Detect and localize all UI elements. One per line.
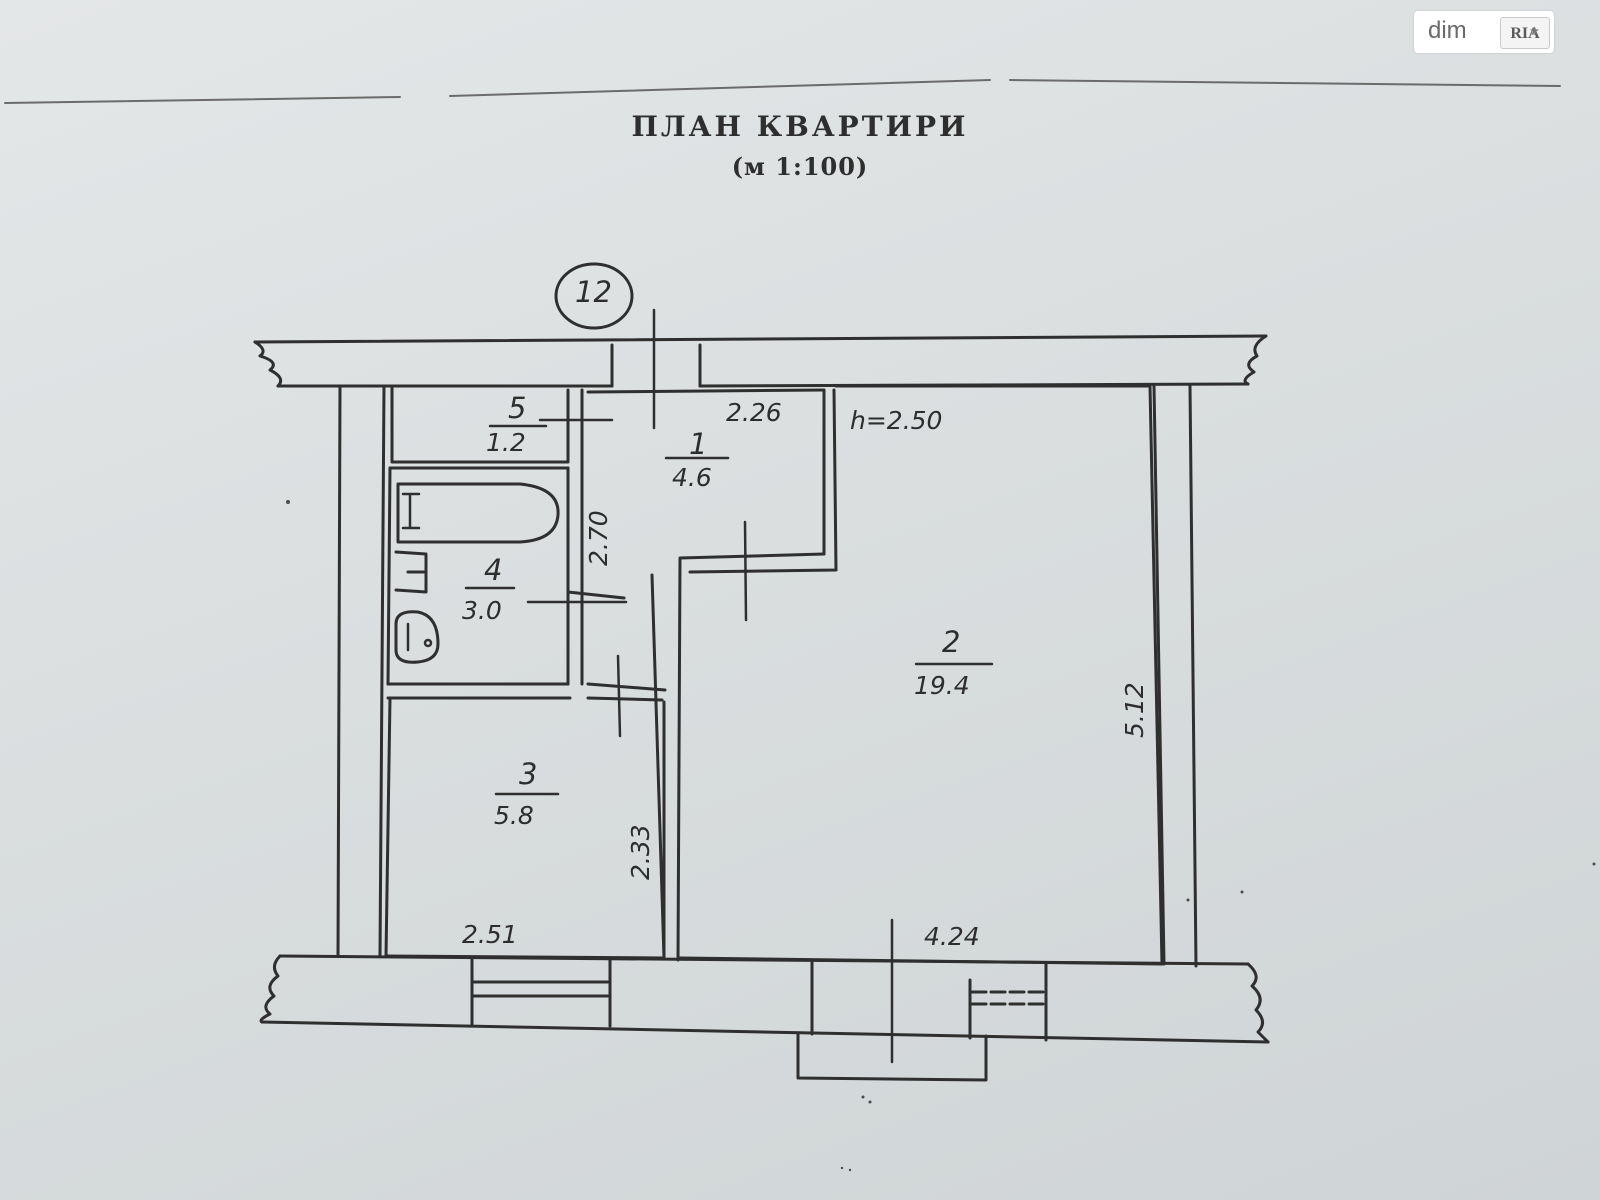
- plan-scale: (м 1:100): [731, 152, 869, 181]
- hall-length-dimension: 2.70: [584, 510, 613, 566]
- paper-speckles: [286, 500, 1596, 1172]
- right-exterior-wall: [1152, 384, 1198, 968]
- sink-icon: [394, 550, 428, 594]
- plan-title: ПЛАН КВАРТИРИ: [631, 110, 969, 143]
- watermark-text: dim: [1428, 17, 1467, 44]
- apartment-number: 12: [575, 275, 612, 309]
- room-2-width-dimension: 4.24: [924, 922, 980, 951]
- room-2-walls: [678, 384, 1164, 966]
- room-1-area: 4.6: [672, 463, 712, 492]
- watermark-logo-text: RIA: [1510, 25, 1540, 42]
- room-4-area: 3.0: [462, 596, 502, 625]
- room-2-length-dimension: 5.12: [1120, 682, 1149, 738]
- fraction-bars: [464, 424, 994, 796]
- hall-width-dimension: 2.26: [726, 398, 782, 427]
- room-2-area: 19.4: [914, 671, 970, 700]
- room-3-number: 3: [519, 757, 538, 791]
- room-5-area: 1.2: [486, 428, 526, 457]
- balcony-door: [796, 958, 1048, 1082]
- hall-walls: [586, 388, 838, 962]
- room-2-number: 2: [942, 625, 961, 659]
- top-exterior-wall: [253, 334, 1268, 388]
- star-icon: ★: [1530, 26, 1539, 37]
- room-3-length-dimension: 2.33: [626, 824, 655, 880]
- apartment-number-circle: [554, 262, 634, 330]
- room-5-number: 5: [508, 391, 527, 425]
- bathtub-icon: [396, 482, 560, 544]
- ceiling-height: h=2.50: [850, 406, 943, 435]
- ria-logo: ★ RIA: [1500, 17, 1550, 49]
- header-rule: [4, 79, 1561, 104]
- room-3-width-dimension: 2.51: [462, 920, 518, 949]
- room-1-number: 1: [689, 427, 708, 461]
- room-4-number: 4: [484, 553, 503, 587]
- toilet-icon: [394, 610, 440, 664]
- left-exterior-wall: [336, 384, 386, 958]
- room-3-walls: [384, 696, 666, 960]
- room-3-area: 5.8: [494, 801, 534, 830]
- window-room3: [470, 956, 612, 1028]
- bottom-exterior-wall: [259, 954, 1270, 1044]
- bathroom-walls: [386, 466, 626, 686]
- hall-door-marks: [526, 308, 748, 738]
- storage-room-outline: [390, 386, 570, 464]
- dim-ria-watermark[interactable]: dim ★ RIA: [1414, 11, 1554, 53]
